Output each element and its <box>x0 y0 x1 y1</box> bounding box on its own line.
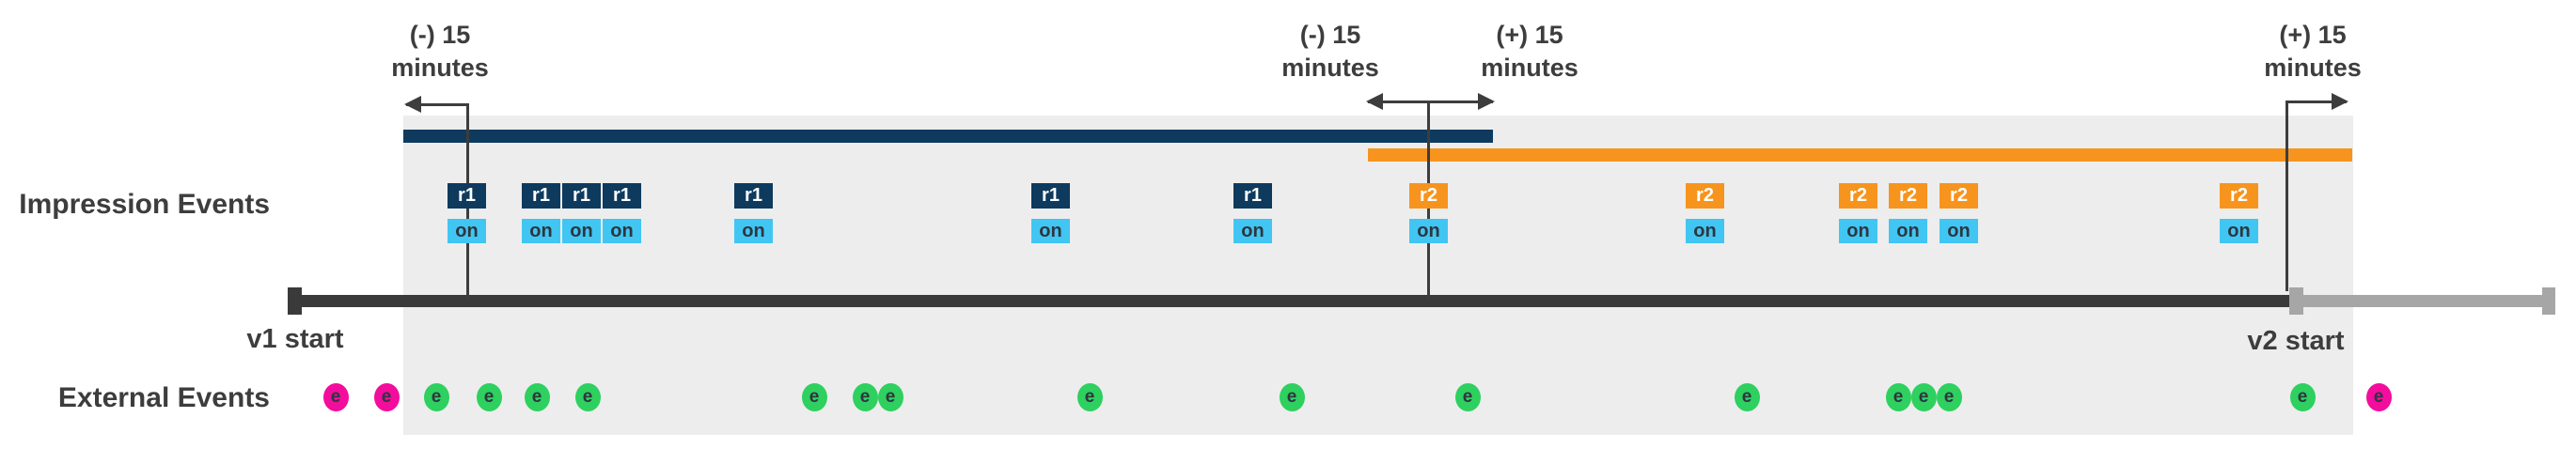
timeline-end-cap <box>2542 287 2555 315</box>
external-event-dot-green: e <box>1885 383 1911 411</box>
v1-start-label: v1 start <box>246 324 344 354</box>
external-event-dot-pink: e <box>322 383 349 411</box>
impression-badge-r1: r1 <box>1031 183 1070 209</box>
impression-badge-r2: r2 <box>1686 183 1724 209</box>
impression-badge-on: on <box>1686 219 1724 243</box>
impression-badge-r1: r1 <box>603 183 641 209</box>
minus-15-v1-start-label: (-) 15 minutes <box>360 19 520 85</box>
timeline-gray-bar <box>2297 295 2549 307</box>
impression-badge-on: on <box>1839 219 1877 243</box>
minus-15-v1-start-arrow-line <box>406 103 468 106</box>
experiment-window-panel <box>403 116 2353 435</box>
minus-15-v1-start-line1: (-) 15 <box>409 21 471 49</box>
plus-15-r2-arrowhead-left-icon <box>1366 93 1383 110</box>
external-event-dot-green: e <box>423 383 449 411</box>
minus-15-r2-label: (-) 15 minutes <box>1250 19 1410 85</box>
external-event-dot-green: e <box>1454 383 1481 411</box>
external-event-dot-pink: e <box>373 383 400 411</box>
minus-15-v1-start-line2: minutes <box>391 54 489 82</box>
impression-events-row-label: Impression Events <box>19 189 270 220</box>
external-event-dot-green: e <box>524 383 550 411</box>
timeline-dark-bar <box>288 295 2294 307</box>
external-event-dot-green: e <box>574 383 601 411</box>
impression-badge-on: on <box>734 219 773 243</box>
impression-badge-r1: r1 <box>562 183 601 209</box>
impression-badge-on: on <box>1031 219 1070 243</box>
impression-badge-on: on <box>603 219 641 243</box>
timeline-v2-start-cap <box>2289 287 2303 315</box>
impression-badge-on: on <box>1889 219 1927 243</box>
impression-badge-r2: r2 <box>2220 183 2258 209</box>
external-event-dot-green: e <box>1910 383 1937 411</box>
impression-badge-on: on <box>1409 219 1448 243</box>
external-event-dot-green: e <box>1936 383 1962 411</box>
external-event-dot-green: e <box>801 383 827 411</box>
impression-badge-r2: r2 <box>1889 183 1927 209</box>
plus-15-r2-line1: (+) 15 <box>1496 21 1563 49</box>
plus-15-v2-start-line2: minutes <box>2264 54 2362 82</box>
impression-badge-r1: r1 <box>522 183 560 209</box>
impression-badge-r2: r2 <box>1409 183 1448 209</box>
v2-active-bar <box>1368 148 2352 162</box>
plus-15-r2-line2: minutes <box>1481 54 1579 82</box>
v1-active-bar <box>403 130 1493 143</box>
impression-badge-on: on <box>1233 219 1272 243</box>
impression-badge-on: on <box>448 219 486 243</box>
plus-15-v2-start-arrowhead-right-icon <box>2332 93 2348 110</box>
impression-badge-on: on <box>1940 219 1978 243</box>
plus-15-v2-start-line1: (+) 15 <box>2279 21 2347 49</box>
plus-15-v2-start-arrow-line <box>2286 101 2347 103</box>
minus-15-v1-start-arrowhead-left-icon <box>404 96 421 113</box>
plus-15-r2-arrowhead-right-icon <box>1478 93 1495 110</box>
minus-15-r2-line1: (-) 15 <box>1299 21 1361 49</box>
external-event-dot-green: e <box>476 383 502 411</box>
impression-badge-on: on <box>2220 219 2258 243</box>
external-event-dot-green: e <box>852 383 878 411</box>
timeline-v1-start-cap <box>288 287 302 315</box>
impression-badge-r1: r1 <box>1233 183 1272 209</box>
external-event-dot-green: e <box>877 383 903 411</box>
external-events-row-label: External Events <box>57 382 270 413</box>
external-event-dot-green: e <box>1734 383 1760 411</box>
external-event-dot-green: e <box>2289 383 2316 411</box>
impression-badge-r1: r1 <box>734 183 773 209</box>
plus-15-r2-arrow-line <box>1368 101 1493 103</box>
impression-badge-r1: r1 <box>448 183 486 209</box>
plus-15-v2-start-drop-line <box>2285 101 2288 291</box>
minus-15-r2-line2: minutes <box>1281 54 1379 82</box>
impression-badge-r2: r2 <box>1940 183 1978 209</box>
v2-start-label: v2 start <box>2247 326 2345 356</box>
impression-badge-on: on <box>562 219 601 243</box>
plus-15-r2-label: (+) 15 minutes <box>1450 19 1610 85</box>
plus-15-v2-start-label: (+) 15 minutes <box>2233 19 2393 85</box>
external-event-dot-green: e <box>1076 383 1103 411</box>
external-event-dot-pink: e <box>2365 383 2392 411</box>
impression-badge-on: on <box>522 219 560 243</box>
impression-badge-r2: r2 <box>1839 183 1877 209</box>
external-event-dot-green: e <box>1279 383 1305 411</box>
